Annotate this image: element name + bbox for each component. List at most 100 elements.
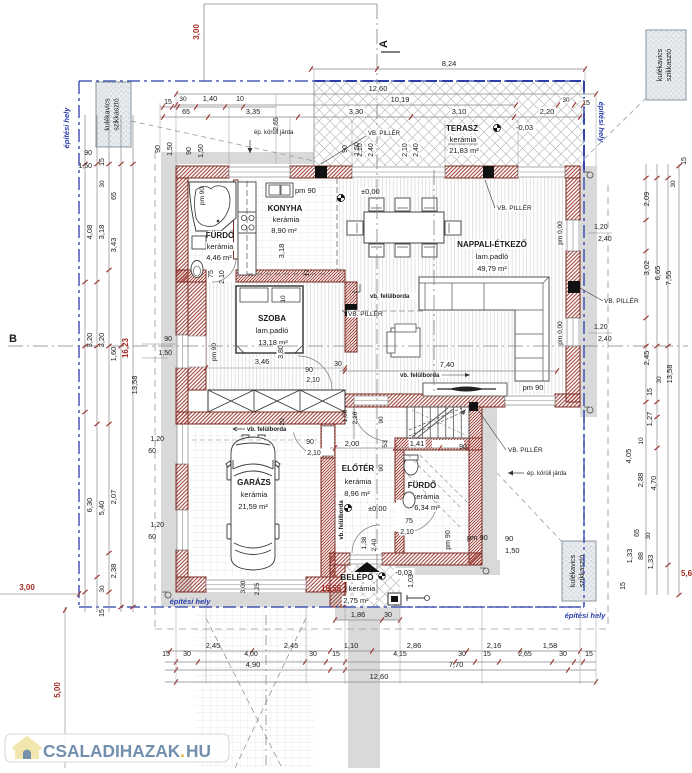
svg-text:90: 90 <box>186 147 193 155</box>
svg-text:90: 90 <box>306 439 314 446</box>
svg-text:-0,03: -0,03 <box>395 568 412 577</box>
svg-text:kerámia: kerámia <box>241 490 269 499</box>
svg-text:90: 90 <box>505 534 513 543</box>
svg-text:90: 90 <box>378 416 385 424</box>
svg-text:4,08: 4,08 <box>85 225 94 240</box>
svg-text:88: 88 <box>638 552 645 560</box>
svg-text:1,50: 1,50 <box>158 350 172 357</box>
svg-text:2,38: 2,38 <box>109 564 118 579</box>
svg-text:30: 30 <box>559 651 567 658</box>
svg-text:3,20: 3,20 <box>85 333 94 348</box>
svg-text:pm 90: pm 90 <box>199 187 206 205</box>
svg-text:1,41: 1,41 <box>410 439 425 448</box>
svg-text:4,90: 4,90 <box>246 660 261 669</box>
svg-text:1,10: 1,10 <box>344 641 359 650</box>
svg-text:5,00: 5,00 <box>53 682 62 698</box>
svg-text:15: 15 <box>483 651 491 658</box>
svg-text:90: 90 <box>459 444 467 451</box>
svg-text:16,23: 16,23 <box>121 337 130 358</box>
svg-text:15: 15 <box>582 100 590 107</box>
svg-text:3,00: 3,00 <box>240 580 247 593</box>
svg-text:30: 30 <box>179 96 187 103</box>
svg-text:1,50: 1,50 <box>167 142 174 156</box>
svg-text:SZOBA: SZOBA <box>258 314 286 323</box>
svg-text:kulékavics: kulékavics <box>105 98 112 131</box>
svg-text:6,34 m²: 6,34 m² <box>414 503 440 512</box>
svg-text:2,09: 2,09 <box>642 192 651 207</box>
svg-text:3,18: 3,18 <box>97 225 106 240</box>
svg-text:49,79 m²: 49,79 m² <box>477 264 507 273</box>
svg-text:12,60: 12,60 <box>370 672 389 681</box>
svg-text:15: 15 <box>99 609 106 617</box>
svg-text:8,96 m²: 8,96 m² <box>344 489 370 498</box>
svg-text:6,65: 6,65 <box>653 266 662 281</box>
svg-text:7,40: 7,40 <box>440 360 455 369</box>
svg-text:17: 17 <box>304 269 311 277</box>
svg-text:1,50: 1,50 <box>354 142 361 156</box>
svg-text:szikkasztó: szikkasztó <box>666 49 673 81</box>
svg-text:A: A <box>378 40 390 48</box>
svg-text:1,50: 1,50 <box>505 546 520 555</box>
svg-text:10,19: 10,19 <box>391 95 410 104</box>
svg-text:kerámia: kerámia <box>349 584 377 593</box>
svg-text:2,10: 2,10 <box>307 450 321 457</box>
svg-text:HU: HU <box>186 741 211 761</box>
svg-text:1,40: 1,40 <box>203 94 218 103</box>
svg-text:építési hely: építési hely <box>170 597 212 606</box>
svg-text:15: 15 <box>164 99 172 106</box>
svg-text:FÜRDŐ: FÜRDŐ <box>206 231 234 240</box>
svg-text:12,60: 12,60 <box>369 84 388 93</box>
svg-text:lam.padló: lam.padló <box>256 326 289 335</box>
svg-text:1,27: 1,27 <box>645 412 654 427</box>
svg-text:építési hely: építési hely <box>565 611 607 620</box>
svg-text:3,80: 3,80 <box>278 345 285 359</box>
svg-text:pm 90: pm 90 <box>467 533 488 542</box>
svg-text:13,58: 13,58 <box>665 365 674 384</box>
svg-text:2,10: 2,10 <box>400 529 414 536</box>
svg-text:VB. PILLÉR: VB. PILLÉR <box>508 445 543 454</box>
svg-text:90: 90 <box>84 150 92 157</box>
svg-text:ép. körüli járda: ép. körüli járda <box>254 130 294 136</box>
svg-text:30: 30 <box>309 651 317 658</box>
svg-text:2,45: 2,45 <box>284 641 299 650</box>
svg-text:2,65: 2,65 <box>273 117 280 131</box>
svg-text:90: 90 <box>305 367 313 374</box>
svg-text:KONYHA: KONYHA <box>268 204 303 213</box>
svg-text:13,58: 13,58 <box>130 376 139 395</box>
svg-text:5,6: 5,6 <box>681 569 692 578</box>
svg-text:15: 15 <box>162 651 170 658</box>
svg-text:20: 20 <box>279 418 286 426</box>
svg-text:2,45: 2,45 <box>642 351 651 366</box>
svg-text:3,35: 3,35 <box>246 107 261 116</box>
svg-text:3,46: 3,46 <box>255 357 270 366</box>
svg-text:30: 30 <box>334 361 342 368</box>
svg-text:10: 10 <box>638 437 645 445</box>
svg-text:VB. PILLÉR: VB. PILLÉR <box>348 309 383 318</box>
svg-text:10: 10 <box>236 96 244 103</box>
svg-text:7,70: 7,70 <box>449 660 464 669</box>
svg-text:4,00: 4,00 <box>244 651 258 658</box>
svg-text:21,59 m²: 21,59 m² <box>238 502 268 511</box>
svg-text:4,70: 4,70 <box>649 476 658 491</box>
svg-text:65: 65 <box>111 192 118 200</box>
svg-text:1,20: 1,20 <box>150 522 164 529</box>
svg-text:GARÁZS: GARÁZS <box>237 478 271 487</box>
svg-text:30: 30 <box>656 376 663 384</box>
svg-text:2,40: 2,40 <box>598 336 612 343</box>
svg-text:30: 30 <box>183 651 191 658</box>
svg-text:1,00: 1,00 <box>342 409 349 422</box>
svg-text:4,05: 4,05 <box>624 449 633 464</box>
svg-text:pm 90: pm 90 <box>295 186 316 195</box>
svg-text:kulékavics: kulékavics <box>657 48 664 81</box>
svg-text:60: 60 <box>148 534 156 541</box>
svg-text:2,40: 2,40 <box>368 143 375 157</box>
svg-text:30: 30 <box>99 180 106 188</box>
svg-text:6,30: 6,30 <box>85 498 94 513</box>
svg-text:90: 90 <box>342 145 349 153</box>
svg-text:2,10: 2,10 <box>352 411 359 424</box>
svg-text:kerámia: kerámia <box>207 242 235 251</box>
svg-text:VB. PILLÉR: VB. PILLÉR <box>497 203 532 212</box>
svg-text:2,75 m²: 2,75 m² <box>343 596 369 605</box>
svg-text:13,18 m²: 13,18 m² <box>258 338 288 347</box>
svg-text:2,07: 2,07 <box>109 490 118 505</box>
